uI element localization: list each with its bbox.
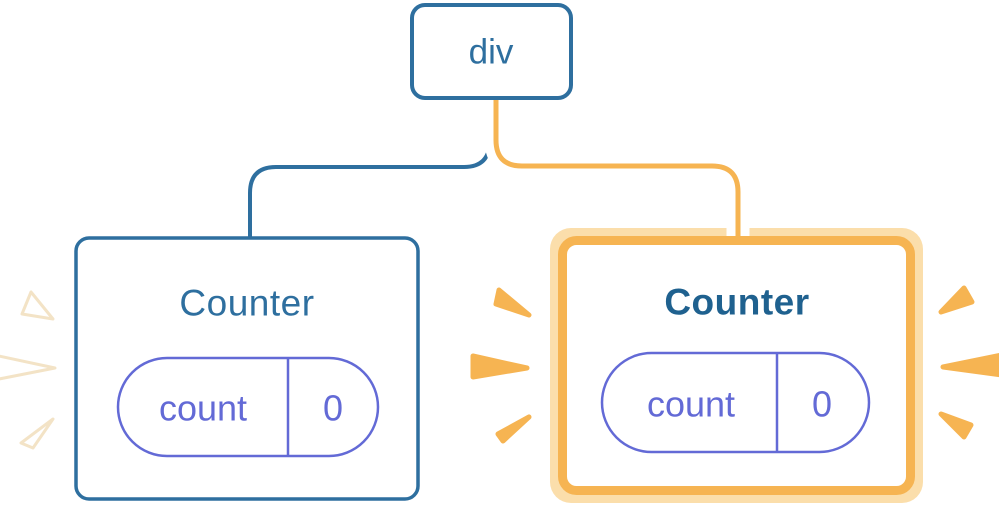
right-card-sparks-right [938, 285, 999, 440]
right-card-sparks-left [470, 287, 532, 444]
spark-orange-left-bottom [495, 414, 532, 444]
right-card-title: Counter [664, 282, 809, 323]
right-pill-outline [600, 351, 871, 454]
right-counter-card: Counter count 0 [600, 282, 871, 454]
root-node-box [410, 3, 573, 100]
root-node: div [410, 3, 573, 100]
left-state-pill: count 0 [116, 356, 380, 458]
right-card [558, 236, 915, 495]
right-pill-key: count [647, 384, 735, 425]
connector-right-orange [493, 96, 741, 242]
spark-white-top [20, 290, 55, 321]
left-card-box [74, 236, 420, 501]
left-pill-value: 0 [323, 388, 343, 429]
left-card-title: Counter [179, 283, 314, 324]
root-node-label: div [469, 33, 514, 72]
spark-orange-left-top [493, 287, 532, 318]
left-card-sparks [0, 290, 57, 450]
left-pill-key: count [159, 388, 247, 429]
right-state-pill: count 0 [600, 351, 871, 454]
spark-orange-right-bottom [938, 411, 974, 440]
spark-white-middle [0, 354, 57, 381]
connector-left-blue [248, 96, 492, 244]
spark-orange-left-middle [470, 353, 530, 380]
left-pill-outline [116, 356, 380, 458]
spark-orange-right-middle [940, 353, 999, 378]
spark-white-bottom [19, 417, 55, 450]
left-counter-card: Counter count 0 [74, 236, 420, 501]
right-pill-value: 0 [812, 384, 832, 425]
connector-right-casing [484, 96, 750, 242]
spark-orange-right-top [938, 285, 975, 315]
